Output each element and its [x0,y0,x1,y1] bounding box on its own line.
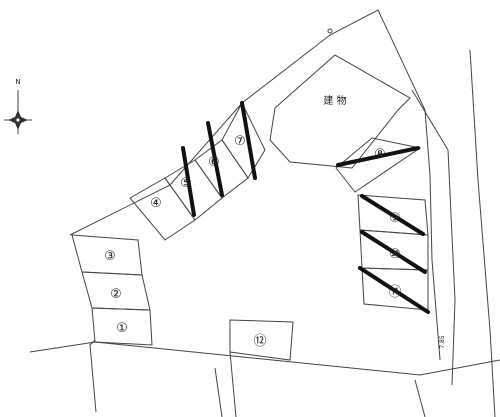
compass-north-letter: N [15,78,20,86]
space-12-label[interactable]: ⑫ [253,334,266,349]
space-5-strike [181,146,196,217]
space-7-label[interactable]: ⑦ [234,134,246,149]
space-7-strike [240,101,257,180]
space-11-label[interactable]: ⑪ [388,285,401,300]
space-6-strike [206,121,224,197]
space-2-label[interactable]: ② [110,287,122,302]
space-5-label[interactable]: ⑤ [180,176,192,191]
space-3-label[interactable]: ③ [104,249,116,264]
space-8-label[interactable]: ⑧ [374,147,386,162]
compass-rose: N [4,78,32,134]
space-9-strike [360,194,425,236]
building-label: 建 物 [323,94,346,107]
space-10-strike [360,230,427,274]
space-11-strike [358,266,430,314]
space-7-outline [221,101,266,179]
space-labels: ① ② ③ ④ ⑤ ⑥ ⑦ ⑧ ⑨ ⑩ ⑪ ⑫ [104,134,401,349]
road-width-label: 7.85 [439,335,446,349]
space-9-label[interactable]: ⑨ [389,211,401,226]
space-10-label[interactable]: ⑩ [389,247,401,262]
space-4-label[interactable]: ④ [150,196,162,211]
building-outline [269,54,411,169]
site-boundary [29,9,500,417]
space-8-strike [336,146,420,167]
building: 建 物 [269,54,411,169]
space-12-outline [229,319,294,361]
space-1-label[interactable]: ① [116,321,128,336]
space-3-outline [71,234,143,276]
occupied-strikes [181,101,430,314]
space-6-label[interactable]: ⑥ [208,155,220,170]
